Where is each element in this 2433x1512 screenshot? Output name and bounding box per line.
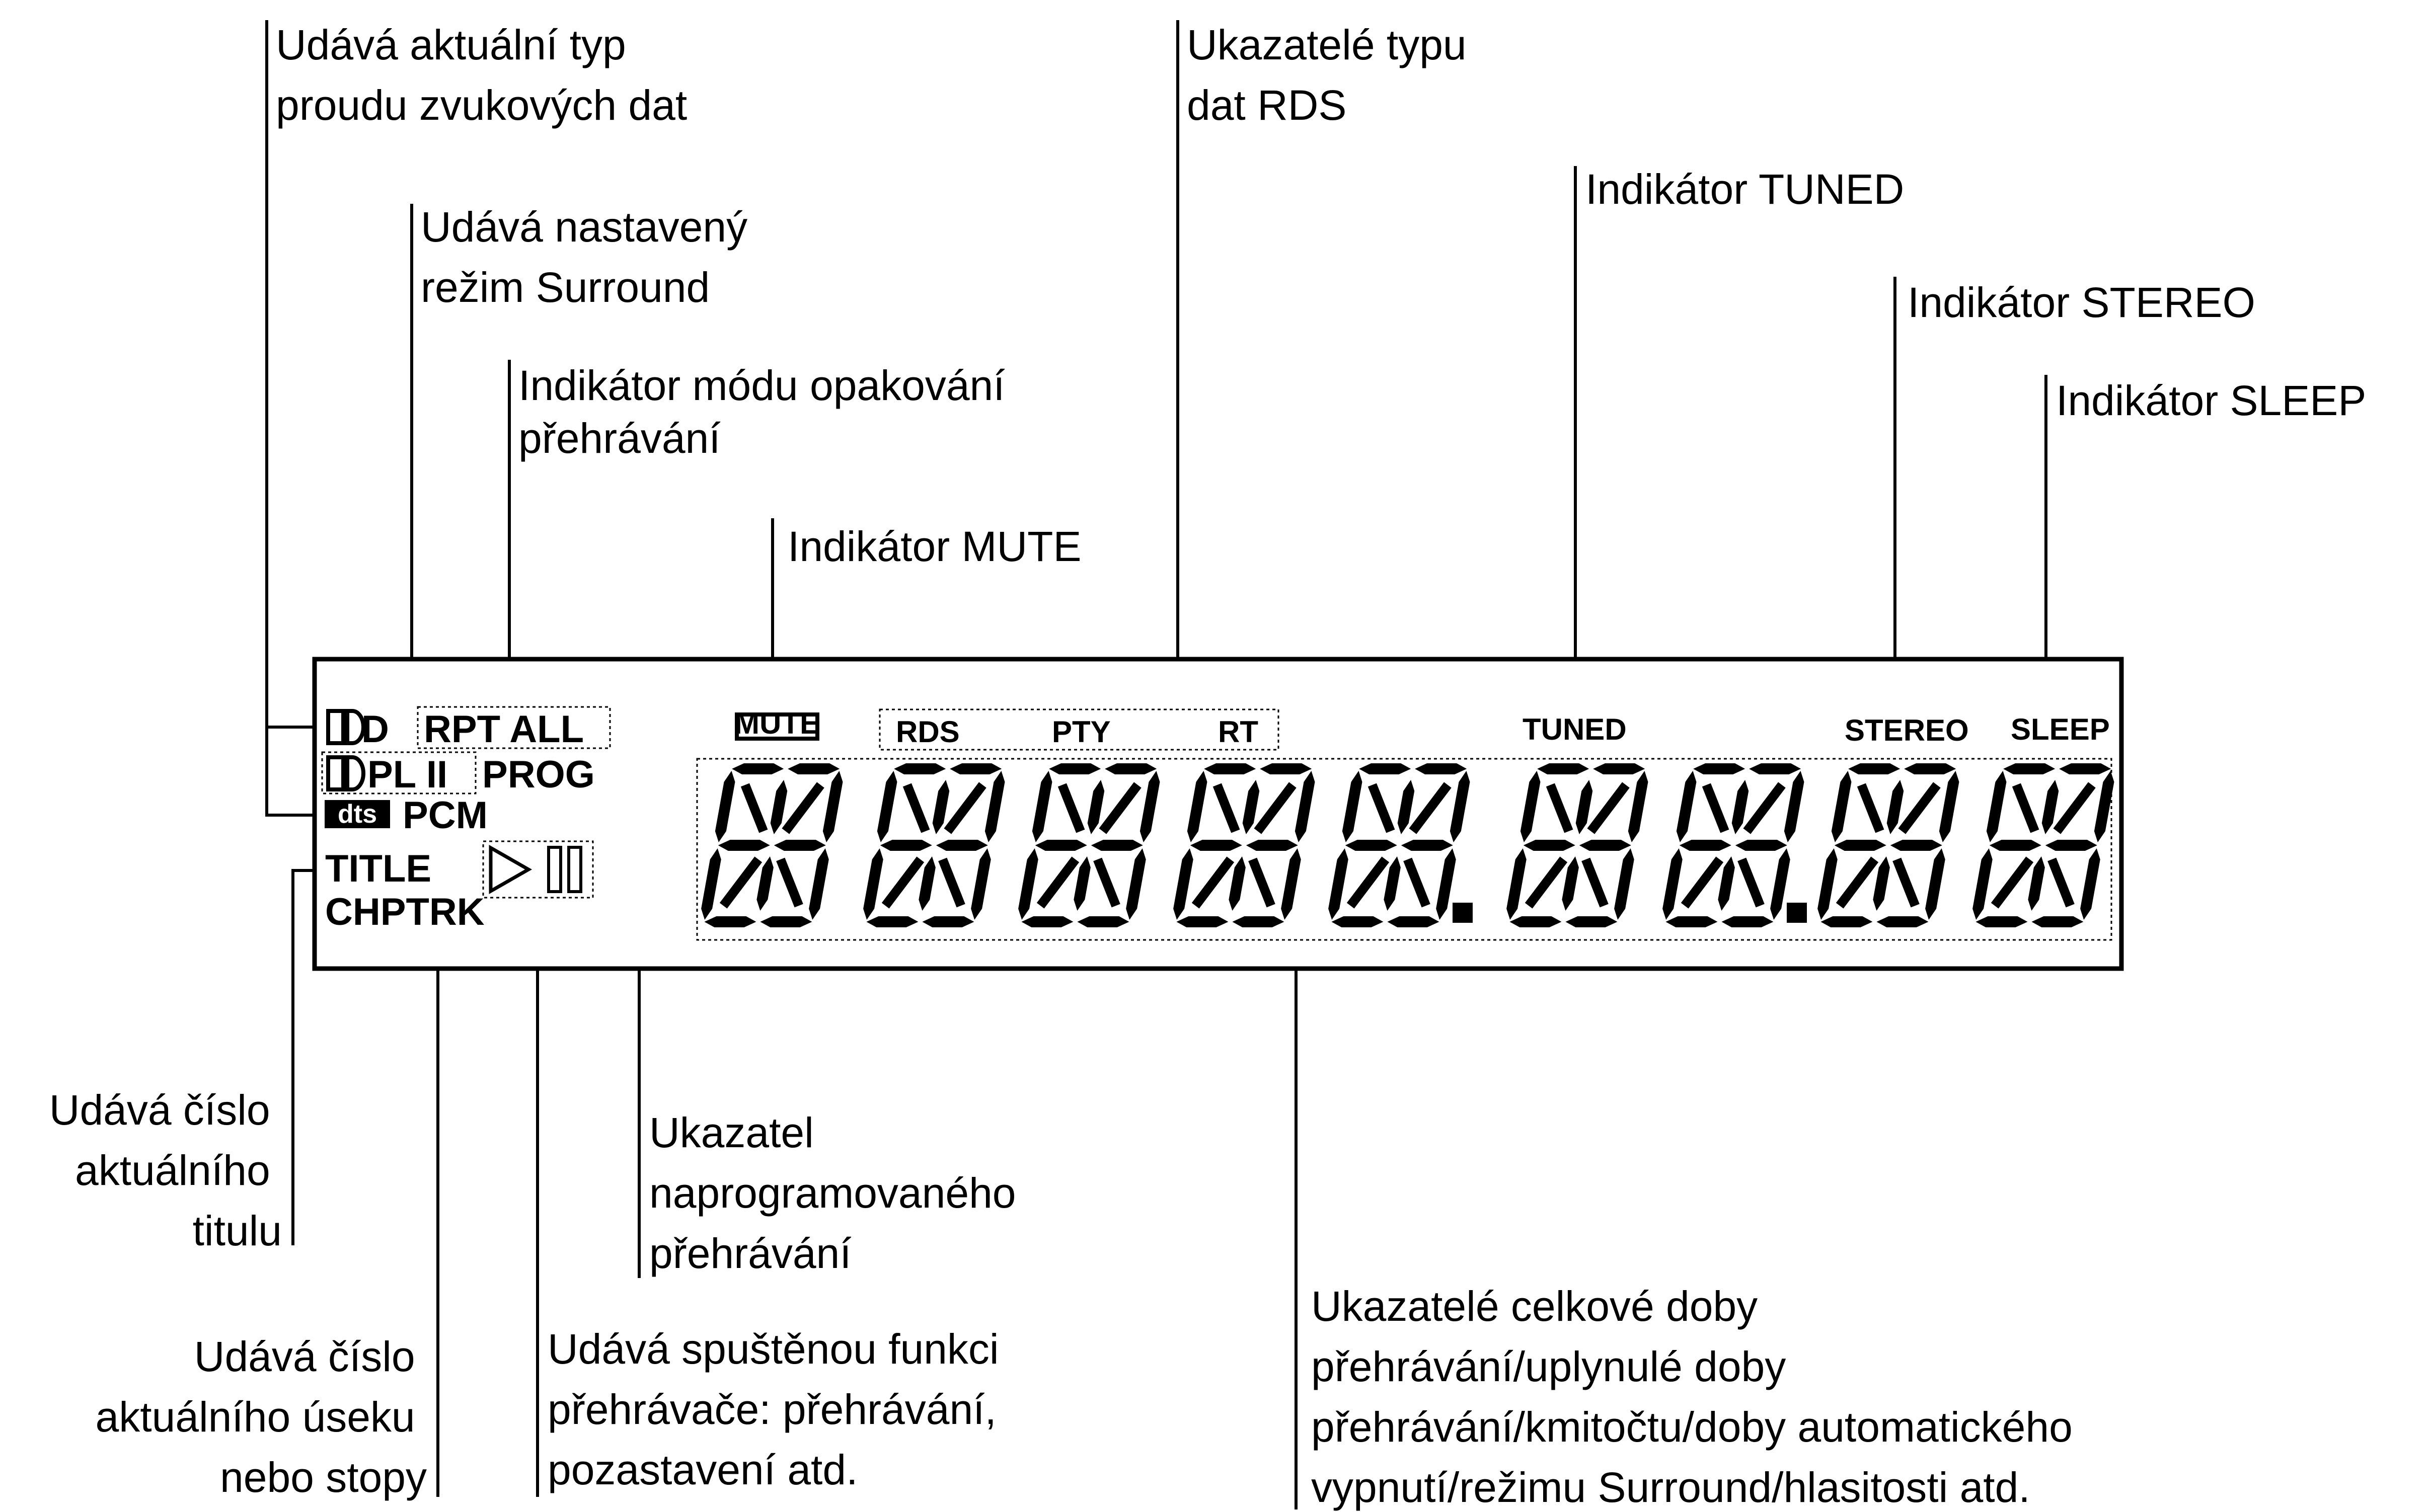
- sixteen-segment-digit-icon: [1018, 763, 1160, 927]
- callout-program: Ukazatel naprogramovaného přehrávání: [649, 1109, 1028, 1277]
- callout-rds: Ukazatelé typu dat RDS: [1187, 21, 1478, 129]
- sixteen-segment-digit-icon: [701, 763, 843, 927]
- rds-label: RDS: [896, 715, 960, 749]
- play-triangle-icon: [489, 844, 533, 895]
- mute-indicator: MUTE: [734, 706, 820, 741]
- svg-text:dts: dts: [338, 800, 377, 829]
- pl2-label: PL II: [367, 753, 447, 796]
- sixteen-segment-digit-icon: [1817, 763, 1959, 927]
- sixteen-segment-digit-icon: [1506, 763, 1648, 927]
- leader-audio-stream-dts: [265, 727, 325, 817]
- rpt-all-box: [417, 706, 611, 749]
- rpt-all-label: RPT ALL: [424, 708, 584, 751]
- prog-label: PROG: [482, 753, 595, 796]
- pl2-box: [321, 751, 477, 794]
- left-indicators: D RPT ALL PL II PROG dts PCM TITLE CHPTR…: [321, 706, 611, 933]
- dts-logo: dts: [325, 800, 390, 829]
- svg-text:MUTE: MUTE: [734, 706, 820, 740]
- sleep-label: SLEEP: [2011, 712, 2110, 746]
- sixteen-segment-digit-icon: [1662, 763, 1804, 927]
- decimal-point: [1787, 903, 1807, 923]
- sixteen-segment-digit-icon: [863, 763, 1005, 927]
- callout-stereo: Indikátor STEREO: [1908, 279, 2255, 326]
- callout-texts: Udává aktuální typ proudu zvukových dat …: [49, 21, 2367, 1511]
- dolby-digital-label: D: [361, 708, 389, 751]
- callout-surround: Udává nastavený režim Surround: [421, 203, 759, 311]
- pty-label: PTY: [1052, 715, 1111, 749]
- callout-mute: Indikátor MUTE: [788, 523, 1082, 570]
- sixteen-segment-digit-icon: [1328, 763, 1470, 927]
- callout-chapter: Udává číslo aktuálního úseku nebo stopy: [96, 1333, 427, 1501]
- callout-sleep: Indikátor SLEEP: [2056, 377, 2366, 424]
- digit-area-box: [696, 758, 2112, 941]
- callout-title: Udává číslo aktuálního titulu: [49, 1086, 282, 1254]
- dolby-pl2-icon: [326, 755, 365, 791]
- pcm-label: PCM: [403, 794, 488, 837]
- decimal-point: [1453, 903, 1473, 923]
- tuned-label: TUNED: [1523, 712, 1627, 746]
- chptrk-label: CHPTRK: [325, 891, 485, 933]
- callout-repeat: Indikátor módu opakování přehrávání: [518, 362, 1017, 462]
- dolby-double-d-icon: [326, 709, 365, 745]
- sixteen-segment-digit-icon: [1972, 763, 2114, 927]
- segment-digits: [701, 763, 2114, 927]
- stereo-label: STEREO: [1845, 713, 1969, 747]
- top-indicators: MUTE RDS PTY RT TUNED STEREO SLEEP: [734, 706, 2110, 751]
- play-pause-box: [482, 840, 594, 899]
- pause-bars-icon: [547, 846, 582, 893]
- sixteen-segment-digit-icon: [1173, 763, 1315, 927]
- title-label: TITLE: [325, 847, 431, 890]
- callout-player-function: Udává spuštěnou funkci přehrávače: přehr…: [548, 1325, 1011, 1493]
- callout-audio-stream: Udává aktuální typ proudu zvukových dat: [276, 21, 687, 129]
- rds-box: [879, 708, 1279, 751]
- callout-tuned: Indikátor TUNED: [1585, 166, 1904, 213]
- callout-time-display: Ukazatelé celkové doby přehrávání/uplynu…: [1311, 1283, 2084, 1511]
- rt-label: RT: [1218, 715, 1258, 749]
